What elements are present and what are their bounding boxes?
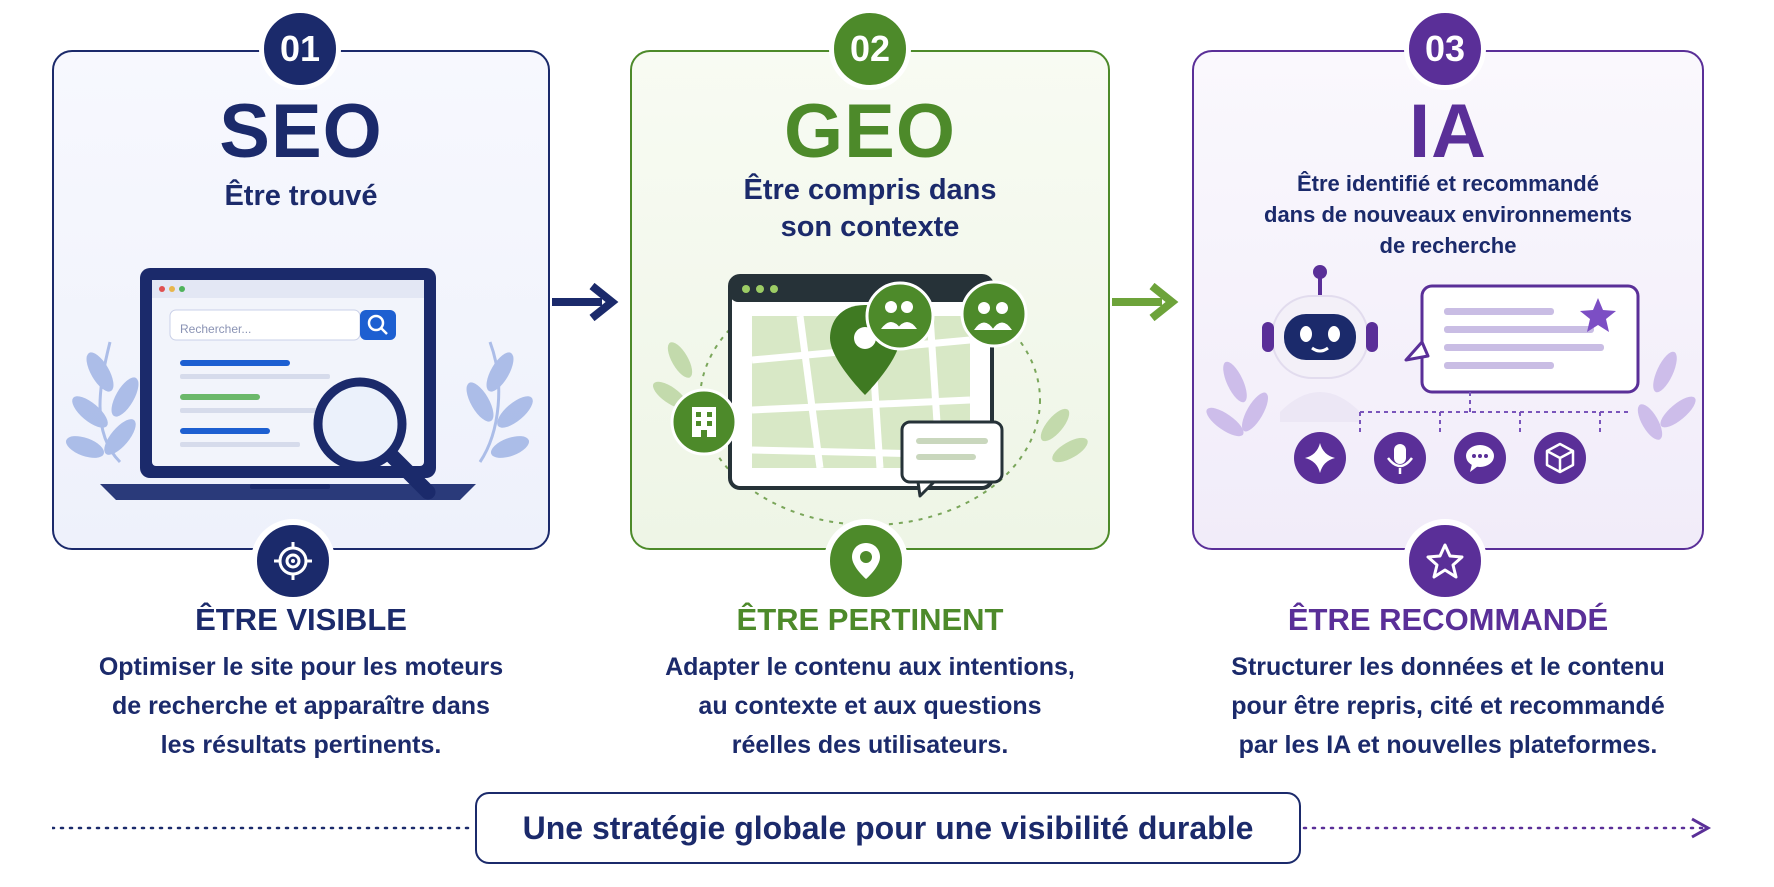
geo-description-line: réelles des utilisateurs. — [731, 731, 1009, 759]
ia-subtitle-line: Être identifié et recommandé — [1297, 171, 1599, 196]
geo-subtitle-line: son contexte — [780, 211, 960, 243]
geo-description: Adapter le contenu aux intentions, au co… — [600, 648, 1140, 765]
ia-description-line: Structurer les données et le contenu — [1231, 653, 1665, 681]
leaf-decoration-right — [466, 341, 533, 463]
seo-title: SEO — [219, 89, 383, 174]
leaf-decoration-left — [65, 341, 139, 464]
geo-heading: ÊTRE PERTINENT — [736, 602, 1004, 637]
geo-title: GEO — [784, 89, 956, 174]
target-icon — [251, 519, 335, 603]
geo-description-line: Adapter le contenu aux intentions, — [665, 653, 1075, 681]
step-number-badge-01: 01 — [259, 8, 341, 90]
star-icon — [1403, 519, 1487, 603]
footer-banner: Une stratégie globale pour une visibilit… — [475, 792, 1301, 864]
seo-description: Optimiser le site pour les moteurs de re… — [52, 648, 550, 765]
ia-subtitle-line: de recherche — [1379, 233, 1517, 258]
seo-subtitle: Être trouvé — [224, 180, 378, 212]
ia-description-line: par les IA et nouvelles plateformes. — [1238, 731, 1658, 759]
ai-robot-illustration — [1206, 265, 1696, 484]
step-number-badge-02: 02 — [829, 8, 911, 90]
ia-heading: ÊTRE RECOMMANDÉ — [1287, 602, 1609, 637]
seo-heading: ÊTRE VISIBLE — [195, 602, 407, 637]
dotted-timeline — [52, 817, 1712, 839]
ia-subtitle-line: dans de nouveaux environnements — [1264, 202, 1632, 227]
arrow-right-icon — [1112, 282, 1179, 322]
seo-description-line: de recherche et apparaître dans — [112, 692, 490, 720]
geo-subtitle-line: Être compris dans — [743, 174, 997, 206]
geo-subtitle: Être compris dans son contexte — [630, 172, 1110, 246]
arrow-right-icon — [552, 282, 619, 322]
seo-description-line: les résultats pertinents. — [160, 731, 442, 759]
geo-description-line: au contexte et aux questions — [698, 692, 1042, 720]
ia-description: Structurer les données et le contenu pou… — [1172, 648, 1724, 765]
map-pin-icon — [824, 519, 908, 603]
seo-description-line: Optimiser le site pour les moteurs — [98, 653, 504, 681]
ia-subtitle: Être identifié et recommandé dans de nou… — [1192, 168, 1704, 261]
ia-title: IA — [1409, 89, 1487, 174]
map-illustration — [652, 274, 1088, 526]
ia-description-line: pour être repris, cité et recommandé — [1231, 692, 1665, 720]
step-number-badge-03: 03 — [1404, 8, 1486, 90]
search-input: Rechercher... — [180, 322, 252, 336]
laptop-search-illustration — [65, 268, 533, 500]
